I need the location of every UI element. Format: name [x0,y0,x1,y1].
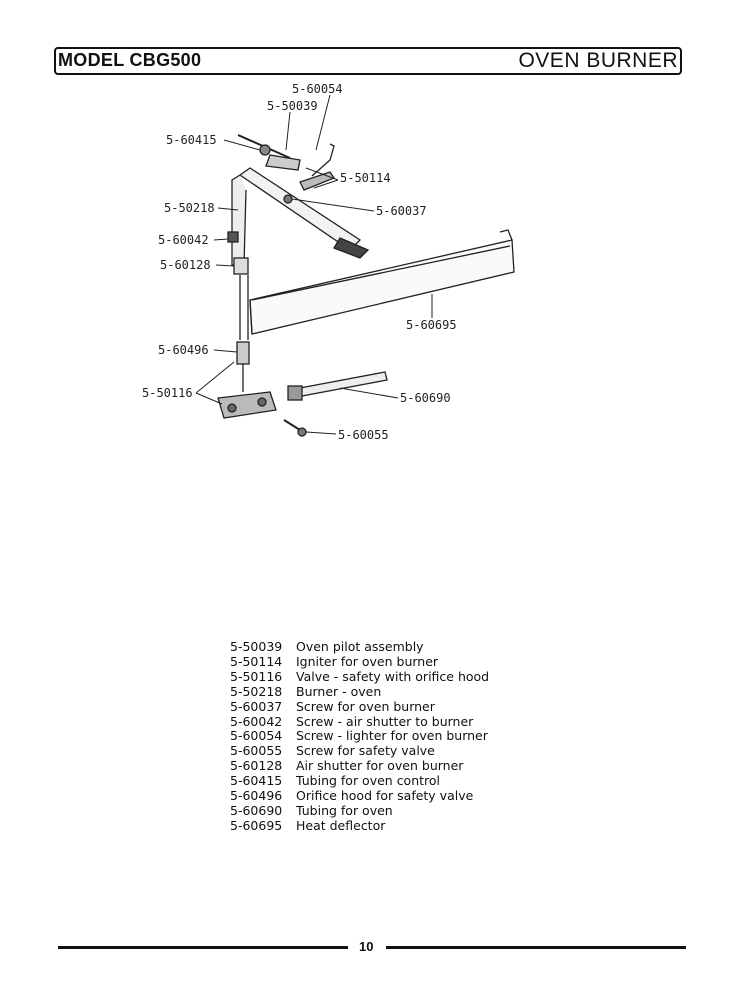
part-description: Screw - lighter for oven burner [296,728,488,744]
part-number: 5-50116 [230,668,283,684]
part-number: 5-60042 [230,713,283,729]
safety-valve-screw-drawing [283,419,307,437]
callout-5-50116: 5-50116 [142,386,193,400]
part-number: 5-60128 [230,758,283,774]
part-description: Air shutter for oven burner [296,758,464,774]
callout-5-60042: 5-60042 [158,233,209,247]
callout-5-60055: 5-60055 [338,428,389,442]
callout-5-60128: 5-60128 [160,258,211,272]
part-row: 5-60037 Screw for oven burner [230,698,489,715]
model-title: MODEL CBG500 [58,50,202,70]
safety-valve-drawing [217,341,277,419]
heat-deflector-drawing [249,229,515,335]
part-row: 5-50218 Burner - oven [230,683,489,700]
part-row: 5-60042 Screw - air shutter to burner [230,713,489,730]
part-description: Oven pilot assembly [296,639,424,654]
pilot-assembly-drawing [237,134,335,204]
part-number: 5-60415 [230,773,283,789]
page-number: 10 [359,939,374,954]
callout-5-50114: 5-50114 [340,171,391,185]
callout-5-50039: 5-50039 [267,99,318,113]
section-title: OVEN BURNER [518,49,678,72]
part-description: Valve - safety with orifice hood [296,668,490,684]
footer-rule-left [58,946,348,949]
part-number: 5-60496 [230,788,283,804]
part-number: 5-60054 [230,728,283,744]
burner-drawing [227,167,370,340]
part-row: 5-60695 Heat deflector [230,817,489,834]
header-frame [54,47,682,75]
part-row: 5-60690 Tubing for oven [230,802,489,819]
part-row: 5-60054 Screw - lighter for oven burner [230,729,489,744]
leader-lines [195,94,433,435]
part-description: Tubing for oven control [296,773,441,789]
callout-5-60054: 5-60054 [292,82,343,96]
callout-5-50218: 5-50218 [164,201,215,215]
part-number: 5-50218 [230,683,283,699]
part-row: 5-60415 Tubing for oven control [230,773,489,789]
callout-5-60496: 5-60496 [158,343,209,357]
part-row: 5-60496 Orifice hood for safety valve [230,788,489,804]
part-number: 5-60690 [230,802,283,818]
oven-tubing-drawing [287,371,388,401]
callout-5-60695: 5-60695 [406,318,457,332]
part-number: 5-60055 [230,743,283,759]
callout-5-60037: 5-60037 [376,204,427,218]
part-description: Burner - oven [296,683,382,699]
part-number: 5-60695 [230,817,283,833]
callout-5-60415: 5-60415 [166,133,217,147]
footer-rule-right [386,946,686,949]
part-number: 5-60037 [230,698,283,714]
part-description: Screw for safety valve [296,743,435,759]
part-number: 5-50039 [230,639,283,654]
part-description: Screw for oven burner [296,698,435,714]
part-row: 5-50116 Valve - safety with orifice hood [230,668,490,685]
part-row: 5-50039 Oven pilot assembly [230,639,489,655]
part-description: Screw - air shutter to burner [296,713,474,729]
part-description: Tubing for oven [296,802,393,818]
parts-list: 5-50039 Oven pilot assembly 5-50114 Ignite… [230,639,490,834]
part-description: Heat deflector [296,817,386,833]
part-number: 5-50114 [230,653,283,669]
part-description: Igniter for oven burner [296,653,439,669]
part-row: 5-60128 Air shutter for oven burner [230,758,489,774]
part-description: Orifice hood for safety valve [296,788,474,804]
part-row: 5-60055 Screw for safety valve [230,743,489,759]
callout-5-60690: 5-60690 [400,391,451,405]
part-row: 5-50114 Igniter for oven burner [230,653,489,670]
